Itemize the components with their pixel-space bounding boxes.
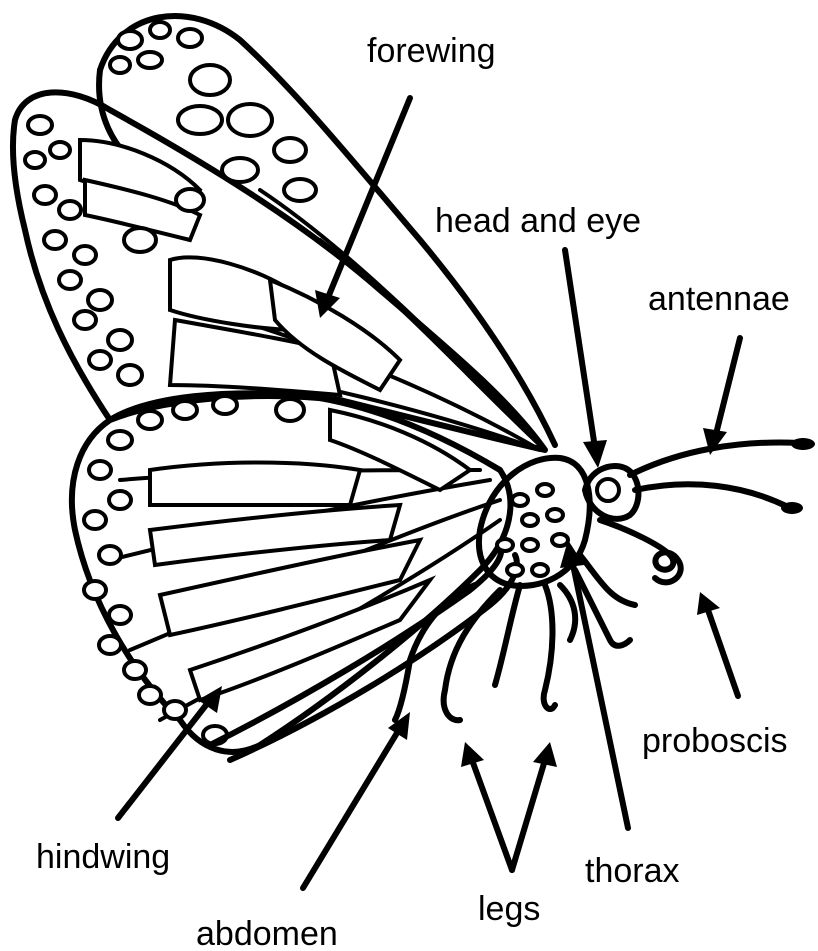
antennae-shape bbox=[630, 438, 815, 514]
label-forewing: forewing bbox=[367, 32, 496, 70]
arrow-proboscis bbox=[697, 592, 738, 696]
label-thorax: thorax bbox=[585, 852, 680, 890]
arrow-thorax bbox=[560, 540, 628, 828]
arrow-head-and-eye bbox=[565, 250, 607, 468]
label-abdomen: abdomen bbox=[196, 915, 338, 951]
label-antennae: antennae bbox=[648, 280, 790, 318]
label-proboscis: proboscis bbox=[642, 722, 788, 760]
arrow-abdomen bbox=[303, 712, 410, 888]
arrow-legs-left bbox=[461, 742, 512, 870]
arrow-antennae bbox=[703, 338, 740, 455]
label-head-and-eye: head and eye bbox=[435, 202, 641, 240]
proboscis-shape bbox=[600, 520, 681, 582]
label-legs: legs bbox=[478, 890, 540, 928]
label-hindwing: hindwing bbox=[36, 838, 170, 876]
arrow-legs-right bbox=[512, 742, 557, 870]
